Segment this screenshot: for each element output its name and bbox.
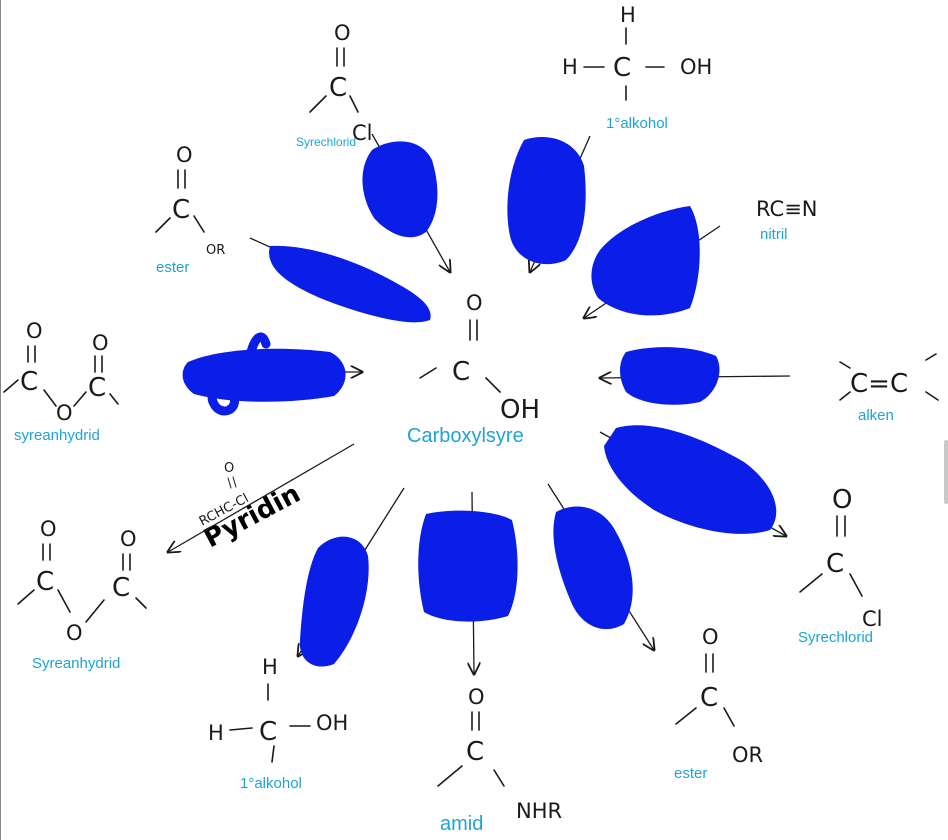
- ester-bottom: O C OR ester: [674, 625, 763, 782]
- alcohol-bottom-h-left: H: [208, 721, 224, 745]
- anhydride-left-c2: C: [88, 373, 106, 403]
- nitrile: RC≡N nitril: [756, 197, 818, 243]
- acid-chloride-right: O C Cl Syrechlorid: [798, 485, 883, 646]
- alcohol-bottom-label: 1°alkohol: [240, 775, 302, 792]
- anhydride-bottom-o2: O: [120, 527, 137, 551]
- alcohol-top-h-left: H: [562, 55, 578, 79]
- acid-chloride-right-cl: Cl: [862, 607, 883, 631]
- anhydride-bottom-c2: C: [112, 573, 130, 603]
- scribble-2: [507, 137, 586, 265]
- anhydride-left: O C O O C syreanhydrid: [3, 319, 119, 444]
- scribble-4: [269, 245, 431, 323]
- alcohol-top-h: H: [620, 3, 636, 27]
- amide-o: O: [468, 685, 485, 709]
- anhydride-bottom-o-bridge: O: [66, 621, 83, 645]
- ester-left-or: OR: [206, 243, 225, 258]
- amide: O C NHR amid: [437, 685, 562, 835]
- center-oh: OH: [500, 395, 540, 425]
- acid-chloride-right-c: C: [826, 549, 844, 579]
- scrollbar-handle[interactable]: [944, 440, 948, 504]
- arrow-to-anhydride-bottom: [168, 443, 355, 552]
- acid-chloride-top-cl: Cl: [352, 121, 373, 145]
- alcohol-top: H H C OH 1°alkohol: [562, 3, 712, 132]
- anhydride-bottom: O C O O C Syreanhydrid: [17, 517, 147, 672]
- acid-chloride-top: O C Cl Syrechlorid: [296, 21, 373, 149]
- window-left-edge: [0, 0, 1, 840]
- ester-left-label: ester: [156, 259, 189, 276]
- alcohol-bottom-c: C: [259, 717, 277, 747]
- alcohol-top-oh: OH: [680, 55, 712, 79]
- anhydride-left-label: syreanhydrid: [14, 427, 100, 444]
- scribble-1: [362, 141, 438, 238]
- scribble-3: [591, 206, 700, 316]
- acid-chloride-top-o: O: [334, 21, 351, 45]
- anhydride-left-c1: C: [20, 367, 38, 397]
- ester-left-c: C: [172, 195, 190, 225]
- alcohol-bottom: H H C OH 1°alkohol: [208, 655, 348, 792]
- nitrile-formula: RC≡N: [756, 197, 818, 221]
- reagent-anhydride-formation: O RCHC-Cl Pyridin: [197, 461, 306, 554]
- amide-nhr: NHR: [516, 799, 562, 823]
- acid-chloride-top-c: C: [329, 73, 347, 103]
- alcohol-top-c: C: [613, 53, 631, 83]
- alcohol-bottom-oh: OH: [316, 711, 348, 735]
- amide-label: amid: [440, 813, 483, 835]
- anhydride-left-o2: O: [92, 331, 109, 355]
- ester-bottom-label: ester: [674, 765, 707, 782]
- center-o: O: [466, 291, 483, 315]
- alcohol-top-label: 1°alkohol: [606, 115, 668, 132]
- scribble-5-loop: [207, 332, 271, 416]
- scribbles: [182, 137, 777, 667]
- acid-chloride-top-label: Syrechlorid: [296, 135, 356, 149]
- ester-left-o: O: [176, 143, 193, 167]
- scribble-6: [620, 347, 720, 405]
- anhydride-bottom-c1: C: [36, 567, 54, 597]
- ester-bottom-o: O: [702, 625, 719, 649]
- acid-chloride-right-o: O: [832, 485, 852, 515]
- anhydride-left-o-bridge: O: [56, 401, 73, 425]
- alkene: C=C alken: [839, 353, 939, 424]
- center-c: C: [452, 357, 470, 387]
- anhydride-bottom-o1: O: [40, 517, 57, 541]
- center-label: Carboxylsyre: [407, 425, 524, 447]
- acid-chloride-right-label: Syrechlorid: [798, 629, 873, 646]
- nitrile-label: nitril: [760, 226, 788, 243]
- ester-left: O C OR ester: [155, 143, 225, 276]
- scribble-8: [299, 536, 369, 667]
- scribble-10: [553, 506, 633, 630]
- alcohol-bottom-h: H: [262, 655, 278, 679]
- amide-c: C: [466, 737, 484, 767]
- reagent-formula-o: O: [224, 461, 234, 476]
- carboxylic-acid-center: O C OH Carboxylsyre: [407, 291, 540, 447]
- scribble-7: [604, 425, 777, 534]
- anhydride-bottom-label: Syreanhydrid: [32, 655, 120, 672]
- alkene-label: alken: [858, 407, 894, 424]
- scribble-9: [418, 510, 518, 622]
- ester-bottom-or: OR: [732, 743, 763, 767]
- scribble-5: [182, 348, 346, 402]
- alkene-formula: C=C: [850, 369, 908, 399]
- anhydride-left-o1: O: [26, 319, 43, 343]
- ester-bottom-c: C: [700, 683, 718, 713]
